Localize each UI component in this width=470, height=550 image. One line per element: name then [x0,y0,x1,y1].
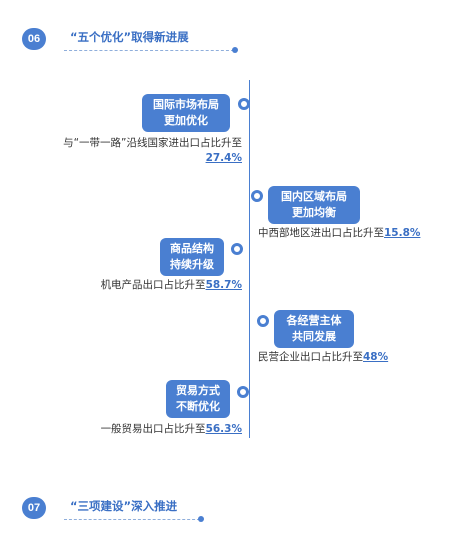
label-line: 贸易方式 [176,384,220,397]
desc-value: 15.8% [384,227,421,239]
timeline-desc-commodity-structure: 机电产品出口占比升至58.7% [101,278,242,293]
timeline-node-dot [237,386,249,398]
label-line: 各经营主体 [286,314,342,327]
timeline-label-domestic-region: 国内区域布局 更加均衡 [268,186,360,224]
label-line: 国际市场布局 [153,98,219,111]
section-underline-dot [198,516,204,522]
timeline-node-dot [251,190,263,202]
timeline-desc-domestic-region: 中西部地区进出口占比升至15.8% [258,226,420,241]
label-line: 商品结构 [170,242,214,255]
desc-text: 中西部地区进出口占比升至 [258,227,384,239]
label-line: 更加均衡 [292,206,336,219]
timeline-label-business-entities: 各经营主体 共同发展 [274,310,354,348]
desc-text: 与“一带一路”沿线国家进出口占比升至 [63,137,242,149]
section-number-badge: 06 [22,28,46,50]
timeline-node-dot [257,315,269,327]
desc-text: 民营企业出口占比升至 [258,351,363,363]
timeline-desc-business-entities: 民营企业出口占比升至48% [258,350,388,365]
desc-text: 一般贸易出口占比升至 [100,423,206,435]
timeline-label-international-market: 国际市场布局 更加优化 [142,94,230,132]
timeline-desc-trade-mode: 一般贸易出口占比升至56.3% [101,422,242,437]
desc-text: 机电产品出口占比升至 [100,279,206,291]
desc-value: 58.7% [205,279,242,291]
section-underline [64,519,200,520]
section-title: “五个优化”取得新进展 [70,30,189,44]
section-underline-dot [232,47,238,53]
desc-value: 56.3% [205,423,242,435]
label-line: 更加优化 [164,114,208,127]
desc-value: 27.4% [205,152,242,164]
label-line: 不断优化 [176,400,220,413]
desc-value: 48% [363,351,389,363]
label-line: 共同发展 [292,330,336,343]
timeline-node-dot [231,243,243,255]
section-title: “三项建设”深入推进 [70,499,178,513]
label-line: 持续升级 [170,258,214,271]
timeline-node-dot [238,98,250,110]
section-underline [64,50,234,51]
label-line: 国内区域布局 [281,190,347,203]
timeline-label-commodity-structure: 商品结构 持续升级 [160,238,224,276]
timeline-line [249,80,250,438]
section-number-badge: 07 [22,497,46,519]
timeline-label-trade-mode: 贸易方式 不断优化 [166,380,230,418]
timeline-desc-international-market: 与“一带一路”沿线国家进出口占比升至 27.4% [63,136,242,166]
